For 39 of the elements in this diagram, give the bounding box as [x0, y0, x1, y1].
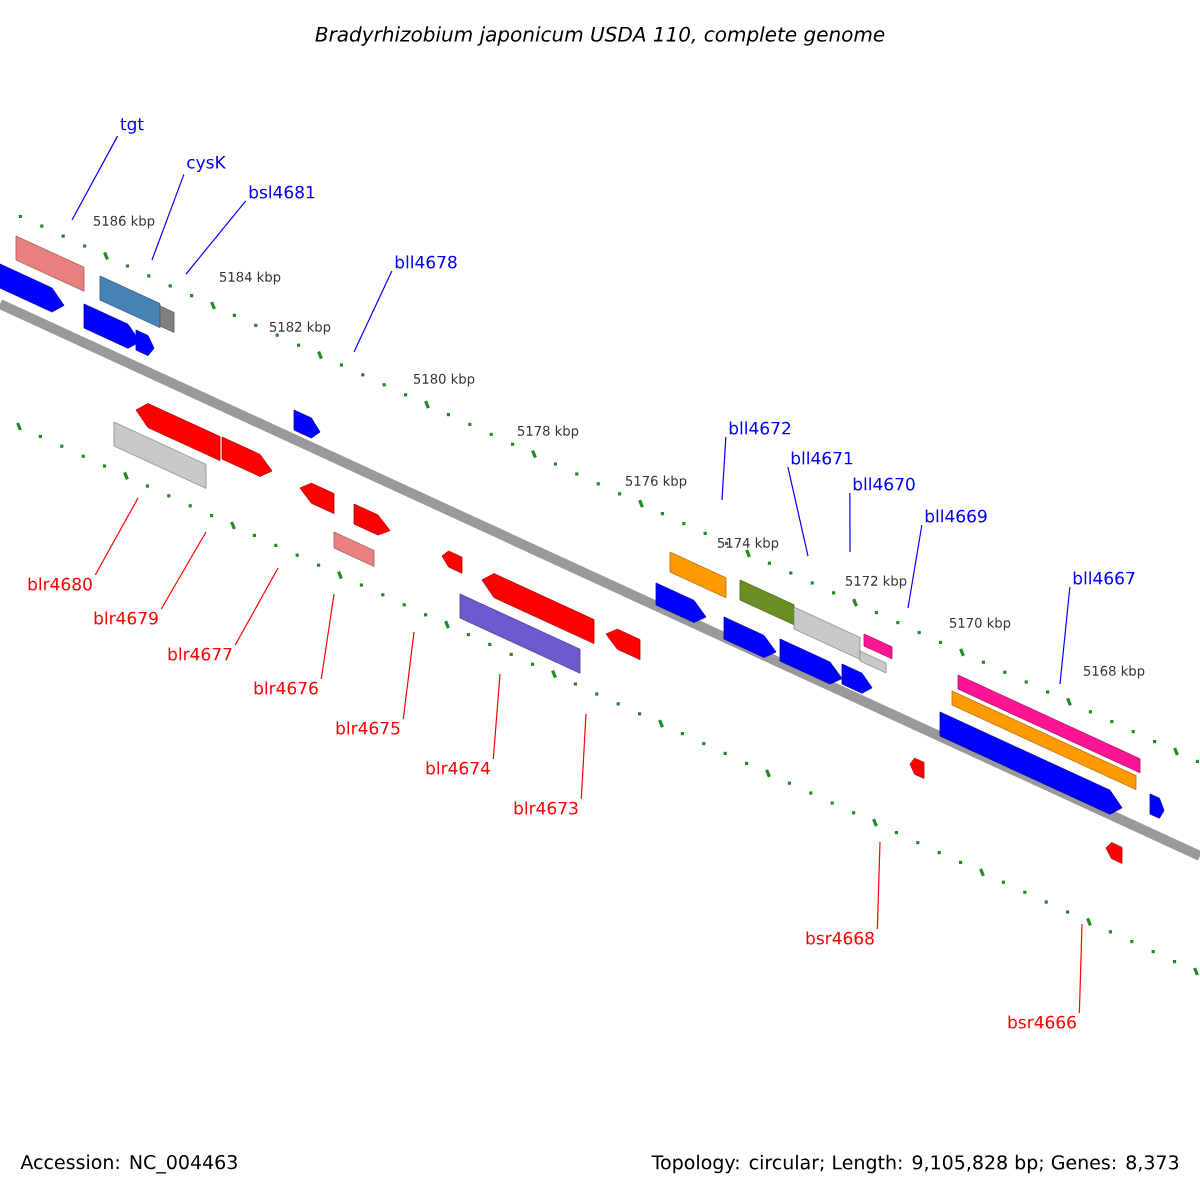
- leader-line: [721, 436, 727, 501]
- gene-label: bll4678: [395, 255, 457, 269]
- gene-label: bsl4681: [249, 185, 315, 199]
- leader-line: [71, 135, 119, 221]
- gene-label: bll4669: [925, 509, 987, 523]
- gene-label: bll4671: [791, 451, 853, 465]
- gene-label: blr4676: [254, 681, 318, 695]
- footer-text: Topology: circular; Length: 9,105,828 bp; Genes: 8,373: [651, 1154, 1179, 1174]
- gene-label: tgt: [120, 118, 144, 134]
- leader-line: [787, 466, 809, 557]
- title: Bradyrhizobium japonicum USDA 110, complete genome: [315, 26, 885, 46]
- gene-label: bll4667: [1073, 571, 1135, 585]
- leader-line: [151, 173, 185, 261]
- gene-label: cysK: [187, 156, 227, 172]
- gene-label: blr4674: [426, 761, 490, 775]
- leader-line: [353, 270, 393, 353]
- leader-line: [160, 531, 207, 610]
- gene-label: blr4675: [336, 721, 400, 735]
- leader-line: [1059, 586, 1071, 685]
- leader-line: [1078, 923, 1083, 1014]
- leader-line: [185, 200, 247, 275]
- leader-line: [320, 593, 335, 680]
- leader-line: [234, 567, 279, 646]
- gene-label: blr4677: [168, 647, 232, 661]
- leader-line: [402, 631, 415, 720]
- gene-label: bsr4666: [1008, 1015, 1076, 1029]
- gene-label: blr4679: [94, 611, 158, 625]
- gene-label: bll4670: [853, 477, 915, 491]
- leader-line: [94, 497, 139, 576]
- gene-label: blr4673: [514, 801, 578, 815]
- leader-line: [907, 524, 923, 609]
- leader-line: [580, 713, 587, 800]
- leader-line: [492, 673, 501, 760]
- leader-line: [849, 492, 851, 553]
- gene-label: bsr4668: [806, 931, 874, 945]
- leader-line: [876, 841, 881, 930]
- gene-label: blr4680: [28, 577, 92, 591]
- gene-label: bll4672: [729, 421, 791, 435]
- footer-text: Accession: NC_004463: [20, 1154, 237, 1174]
